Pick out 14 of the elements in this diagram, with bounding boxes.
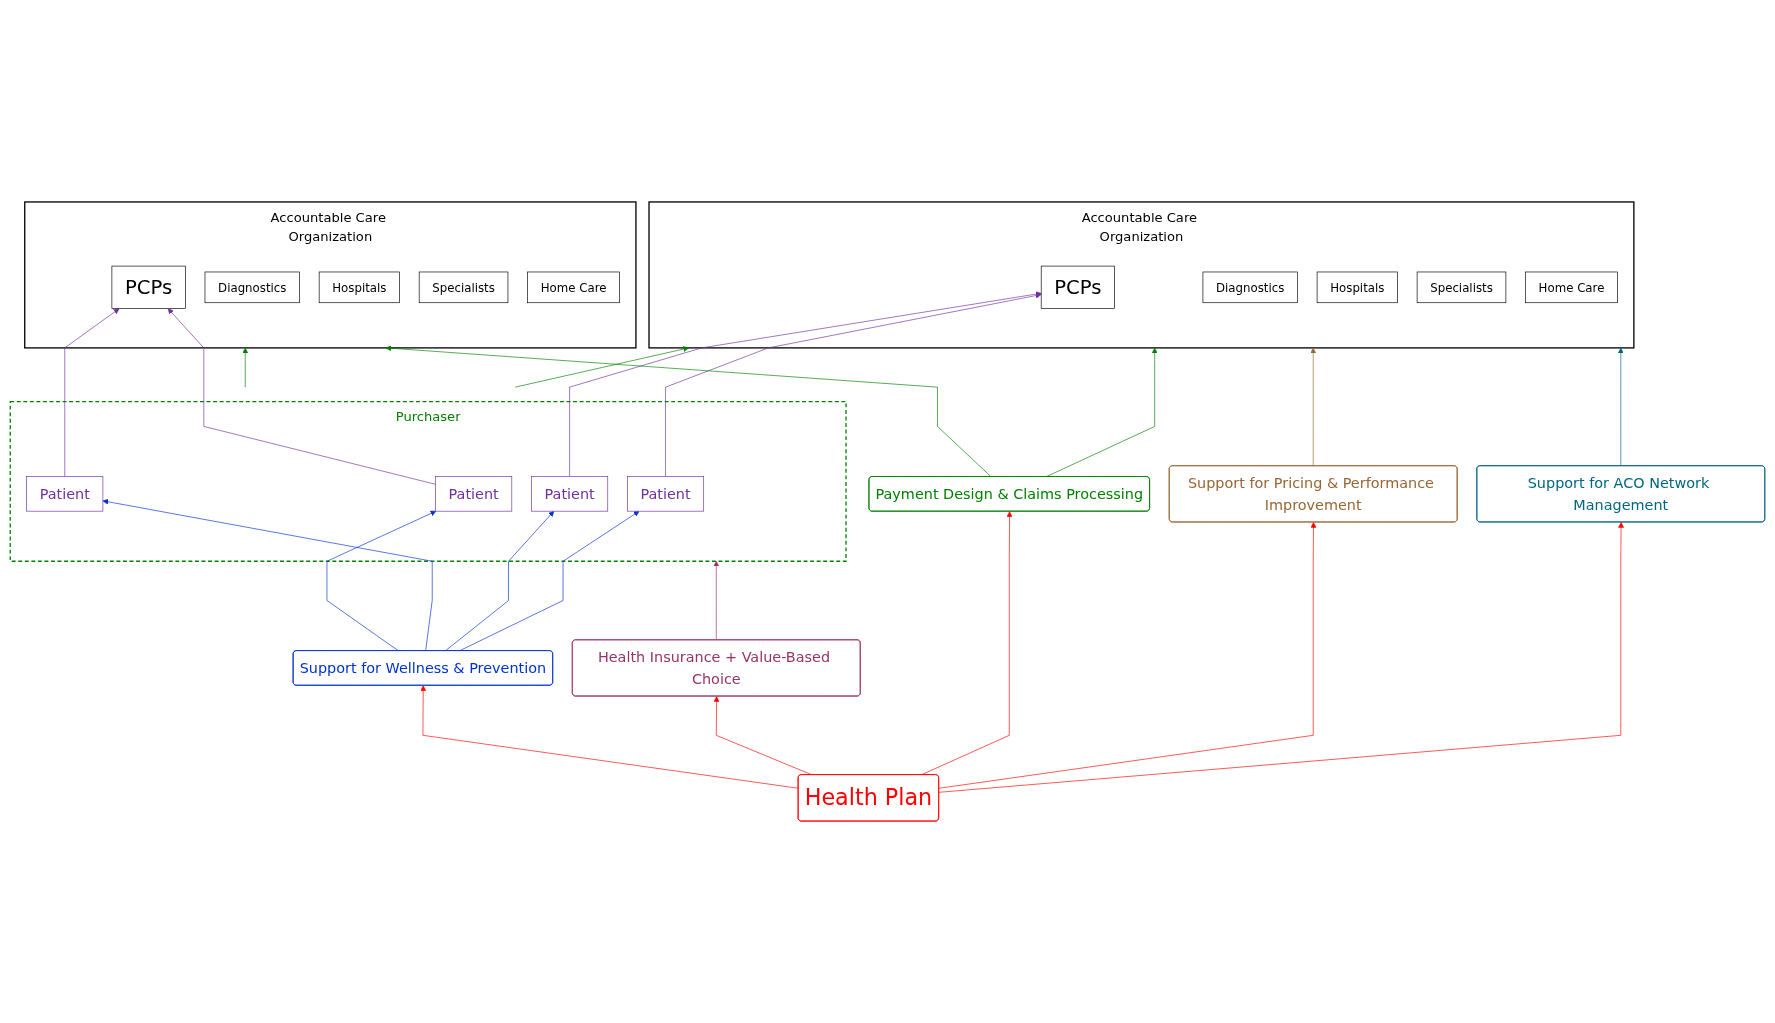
node-box: Diagnostics (1202, 271, 1298, 304)
node-box: Patient (26, 476, 104, 512)
node-box: PCPs (1040, 265, 1115, 309)
node-box: PCPs (111, 265, 186, 309)
node-box: Specialists (418, 271, 509, 304)
node-box: Patient (531, 476, 609, 512)
node-box: Hospitals (318, 271, 400, 304)
node-box: Home Care (527, 271, 620, 304)
node-box: Hospitals (1316, 271, 1398, 304)
node-box: Patient (627, 476, 705, 512)
node-box: Patient (435, 476, 513, 512)
node-box: Specialists (1416, 271, 1507, 304)
node-box: Diagnostics (204, 271, 300, 304)
node-box: Home Care (1525, 271, 1618, 304)
